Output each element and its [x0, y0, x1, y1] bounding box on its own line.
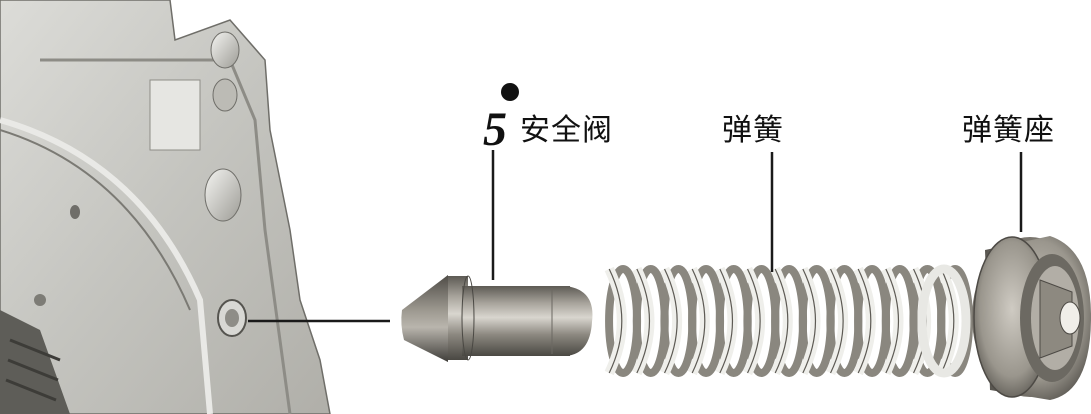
marker-icon: 5 [483, 83, 519, 156]
label-safety-valve: 安全阀 [520, 114, 613, 148]
label-spring-seat: 弹簧座 [962, 114, 1055, 148]
pump-housing [0, 0, 330, 414]
marker-letter: 5 [483, 103, 507, 156]
safety-valve [401, 275, 592, 362]
label-spring: 弹簧 [722, 114, 784, 148]
spring-seat [972, 236, 1091, 400]
spring [609, 269, 969, 373]
